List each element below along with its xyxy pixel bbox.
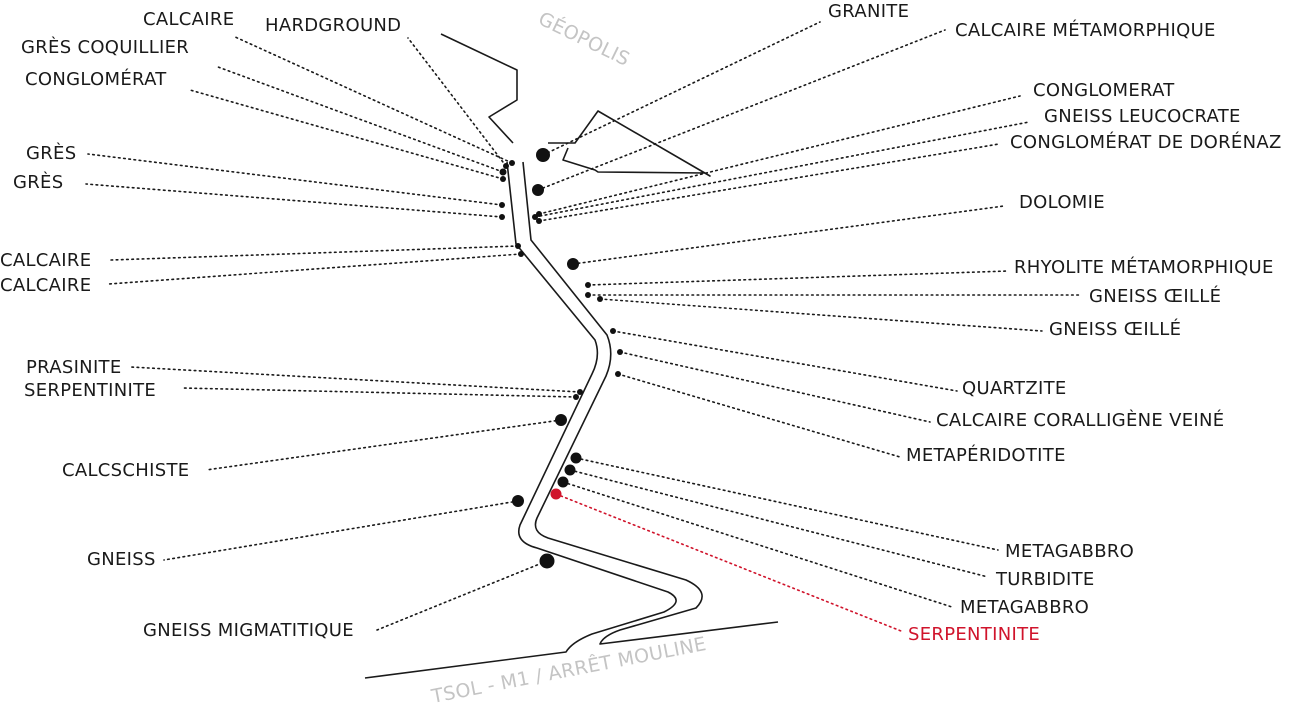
stone-marker: [617, 349, 623, 355]
stone-label: CALCAIRE: [0, 250, 91, 271]
stone-marker: [532, 214, 538, 220]
leader-line: [572, 205, 1005, 265]
leader-line: [599, 298, 1043, 332]
stone-marker: [512, 495, 524, 507]
stone-marker: [573, 394, 579, 400]
stone-marker: [518, 251, 524, 257]
stone-label: METAGABBRO: [1005, 541, 1134, 562]
stone-label: GNEISS MIGMATITIQUE: [143, 620, 354, 641]
stone-marker: [570, 452, 582, 464]
leader-line: [85, 183, 503, 218]
stone-marker: [499, 168, 507, 176]
leader-lines: [85, 21, 1082, 632]
stone-marker: [503, 163, 509, 169]
stone-marker: [585, 292, 591, 298]
stone-markers: [499, 148, 623, 569]
stone-marker: [509, 160, 515, 166]
leader-line: [205, 419, 562, 471]
leader-line: [108, 253, 522, 285]
leader-line: [619, 351, 931, 423]
place-label-tsol-m1: TSOL - M1 / ARRÊT MOULINE: [429, 632, 709, 708]
walking-path-left-edge: [364, 161, 677, 679]
building-annex-outline: [548, 110, 711, 177]
stone-marker: [532, 184, 544, 196]
stone-marker: [557, 476, 569, 488]
stone-label: METAPÉRIDOTITE: [906, 444, 1066, 466]
stone-label: GRÈS: [13, 171, 63, 193]
stone-label: GRÈS: [26, 142, 76, 164]
stone-label: CONGLOMÉRAT DE DORÉNAZ: [1010, 131, 1282, 153]
stone-marker: [536, 218, 542, 224]
stone-label: CONGLOMERAT: [1033, 80, 1175, 101]
leader-line: [538, 95, 1021, 215]
stone-label: DOLOMIE: [1019, 192, 1105, 213]
stone-marker-highlighted: [550, 488, 562, 500]
leader-line: [407, 37, 507, 167]
stone-labels: CALCAIRE HARDGROUND GRÈS COQUILLIER CONG…: [0, 1, 1282, 645]
leader-line: [130, 366, 581, 393]
stone-label: CALCAIRE: [143, 9, 234, 30]
stone-label: GNEISS ŒILLÉ: [1049, 318, 1181, 340]
stone-label: CONGLOMÉRAT: [25, 68, 167, 90]
stone-marker: [500, 176, 506, 182]
stone-label: GNEISS LEUCOCRATE: [1044, 106, 1241, 127]
leader-line: [217, 66, 504, 173]
leader-line: [612, 330, 958, 392]
stone-label: PRASINITE: [26, 357, 122, 378]
stone-label: SERPENTINITE: [24, 380, 156, 401]
leader-line: [538, 143, 1000, 222]
stone-label: METAGABBRO: [960, 597, 1089, 618]
stone-marker: [536, 148, 550, 162]
leader-line: [569, 469, 989, 578]
stone-label: CALCAIRE MÉTAMORPHIQUE: [955, 19, 1216, 41]
leader-line: [534, 121, 1030, 218]
leader-line: [587, 270, 1009, 286]
stone-marker: [585, 282, 591, 288]
stone-marker: [555, 414, 567, 426]
place-label-geopolis: GÉOPOLIS: [535, 7, 634, 71]
stone-label: CALCSCHISTE: [62, 460, 189, 481]
leader-line: [189, 89, 504, 180]
walking-path-right-edge: [522, 161, 779, 645]
leader-line: [232, 35, 513, 164]
stone-marker: [564, 464, 576, 476]
leader-line: [110, 245, 519, 261]
leader-line: [87, 153, 503, 206]
leader-line: [542, 21, 821, 156]
leader-line: [562, 481, 953, 608]
leader-line: [163, 500, 519, 561]
stone-label: CALCAIRE CORALLIGÈNE VEINÉ: [936, 409, 1224, 431]
stone-label: GNEISS: [87, 549, 156, 570]
stone-label: GRANITE: [828, 1, 909, 22]
leader-line-highlighted: [555, 493, 902, 632]
stone-marker: [577, 389, 583, 395]
stone-label-highlighted: SERPENTINITE: [908, 624, 1040, 645]
stone-marker: [539, 553, 555, 569]
building-outline: [440, 33, 518, 144]
stone-marker: [515, 243, 521, 249]
stone-label: RHYOLITE MÉTAMORPHIQUE: [1014, 256, 1274, 278]
stone-marker: [610, 328, 616, 334]
leader-line: [575, 457, 999, 551]
stone-label: CALCAIRE: [0, 275, 91, 296]
stone-marker: [499, 202, 505, 208]
stone-marker: [615, 371, 621, 377]
stone-label: HARDGROUND: [265, 15, 401, 36]
stone-marker: [567, 258, 579, 270]
leader-line: [182, 387, 577, 398]
stone-marker: [597, 296, 603, 302]
stone-label: GNEISS ŒILLÉ: [1089, 285, 1221, 307]
leader-line: [617, 373, 901, 458]
leader-line: [376, 560, 548, 631]
leader-line: [537, 29, 946, 191]
stone-marker: [499, 214, 505, 220]
stone-label: GRÈS COQUILLIER: [21, 36, 189, 58]
stone-label: QUARTZITE: [962, 378, 1067, 399]
stone-label: TURBIDITE: [995, 569, 1095, 590]
